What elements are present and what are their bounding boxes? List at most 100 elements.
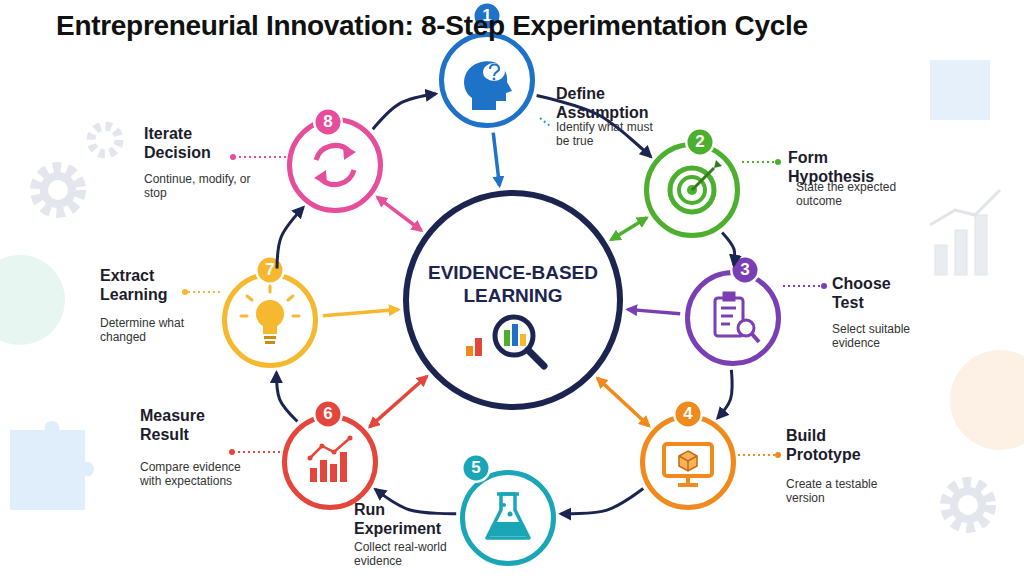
leader-line: [185, 291, 220, 293]
step-number-badge: 4: [673, 399, 703, 429]
flask-icon: [487, 494, 529, 538]
step-description: Determine what changed: [100, 316, 200, 345]
bulb-icon: [288, 296, 293, 300]
magnifier-icon: [512, 324, 518, 346]
step-description: Collect real-world evidence: [354, 540, 474, 569]
step-heading: Define Assumption: [556, 84, 656, 122]
clipboard-icon: [715, 298, 743, 336]
cycle-arrow: [561, 489, 643, 514]
monitor-icon: [664, 444, 712, 485]
step-heading: Extract Learning: [100, 266, 180, 304]
circle-outline: [688, 273, 779, 364]
refresh-icon: [314, 145, 356, 185]
step-number: 3: [730, 255, 760, 285]
step-number-badge: 7: [255, 255, 285, 285]
cycle-arrow: [718, 370, 732, 418]
step-number-badge: 2: [685, 127, 715, 157]
bulb-icon: [241, 315, 247, 318]
trend-decoration: [975, 215, 987, 275]
refresh-icon: [314, 170, 327, 185]
circle-outline: [647, 145, 738, 236]
chart-icon: [348, 436, 353, 441]
bulb-icon: [264, 336, 276, 339]
bulb-icon: [293, 315, 299, 318]
head-icon: [464, 61, 512, 110]
magnifier-icon: [466, 346, 473, 356]
cycle-arrow: [722, 232, 734, 265]
step-heading: Build Prototype: [786, 426, 881, 464]
refresh-icon: [343, 145, 356, 160]
clipboard-icon: [724, 293, 734, 300]
step-number: 6: [313, 399, 343, 429]
step-number-badge: 6: [313, 399, 343, 429]
leader-line: [540, 118, 550, 126]
monitor-icon: [686, 476, 690, 484]
step-description: Identify what must be true: [556, 120, 656, 149]
step-circle: Form HypothesisState the expected outcom…: [644, 142, 740, 238]
leader-dot: [775, 452, 781, 458]
center-arrow: [597, 378, 649, 426]
target-icon: [679, 177, 705, 203]
trend-decoration: [935, 245, 947, 275]
node-outline: [222, 272, 318, 368]
monitor-icon: [679, 456, 697, 471]
clipboard-icon: [721, 323, 730, 326]
center-arrow: [628, 309, 681, 313]
step-heading: Measure Result: [140, 406, 220, 444]
magnifier-icon: [504, 330, 510, 346]
step-circle: Define AssumptionIdentify what must be t…: [439, 32, 535, 128]
chart-icon: [310, 438, 350, 458]
bulb-icon: [265, 341, 275, 344]
step-heading: Choose Test: [832, 274, 904, 312]
chart-icon: [330, 464, 337, 482]
step-number: 8: [313, 107, 343, 137]
step-number-badge: 3: [730, 255, 760, 285]
head-icon: [493, 78, 496, 81]
gear-decoration: [91, 126, 119, 154]
circle-outline: [442, 35, 533, 126]
center-label: EVIDENCE-BASED LEARNING: [413, 262, 613, 308]
circle-outline: [643, 417, 734, 508]
step-heading: Iterate Decision: [144, 124, 224, 162]
leader-dot: [821, 283, 827, 289]
chart-icon: [308, 456, 313, 461]
step-description: State the expected outcome: [796, 180, 908, 209]
leader-line: [738, 454, 778, 456]
target-icon: [687, 185, 697, 195]
node-outline: [685, 270, 781, 366]
chart-icon: [320, 460, 327, 482]
magnifier-icon: [475, 338, 482, 356]
flask-icon: [508, 512, 513, 517]
step-circle: Build PrototypeCreate a testable version…: [640, 414, 736, 510]
step-circle: Iterate DecisionContinue, modify, or sto…: [287, 117, 383, 213]
step-number: 5: [461, 453, 491, 483]
clipboard-icon: [738, 320, 754, 336]
leader-dot: [182, 289, 188, 295]
center-arrow: [370, 376, 427, 427]
cycle-arrow: [373, 94, 436, 129]
trend-decoration: [930, 190, 1000, 275]
bulb-icon: [247, 296, 252, 300]
step-circle: Extract LearningDetermine what changed7: [222, 272, 318, 368]
cycle-arrow: [375, 489, 456, 513]
leader-line: [742, 161, 778, 163]
chart-icon: [320, 444, 325, 449]
leader-dot: [230, 154, 236, 160]
target-icon: [692, 168, 714, 190]
refresh-icon: [316, 145, 350, 160]
center-arrow: [377, 197, 421, 230]
chart-icon: [340, 452, 347, 482]
leader-line: [232, 451, 280, 453]
center-arrow: [323, 309, 399, 315]
step-circle: Run ExperimentCollect real-world evidenc…: [460, 470, 556, 566]
clipboard-icon: [721, 315, 733, 318]
trend-decoration: [930, 190, 1000, 225]
center-circle: EVIDENCE-BASED LEARNING: [403, 190, 623, 410]
step-description: Select suitable evidence: [832, 322, 942, 351]
target-icon: [670, 168, 714, 212]
gear-decoration: [36, 126, 990, 527]
step-number: 4: [673, 399, 703, 429]
step-number-badge: 5: [461, 453, 491, 483]
